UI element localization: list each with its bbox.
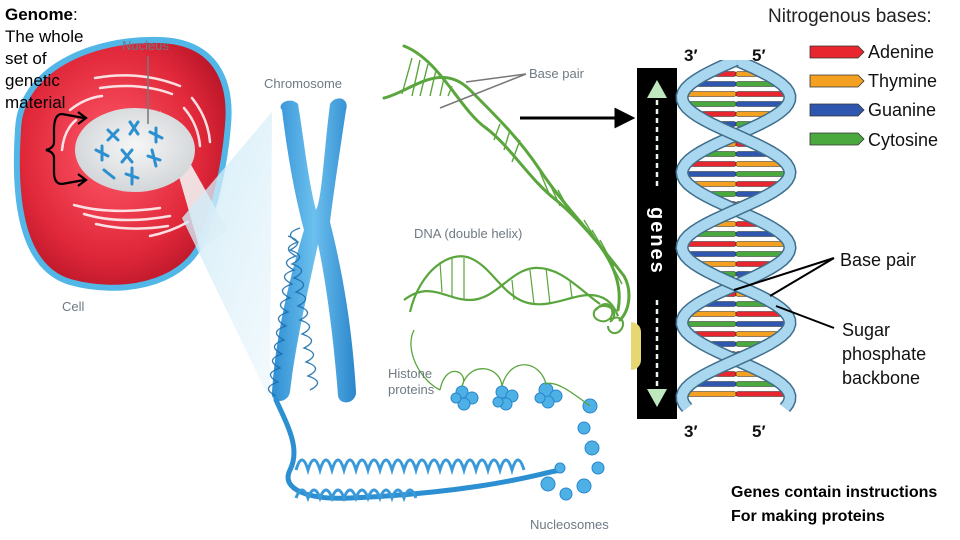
genes-bar-arrows	[647, 80, 667, 407]
cell-label: Cell	[62, 299, 85, 314]
legend-guanine: Guanine	[868, 100, 937, 120]
yellow-partial	[631, 322, 641, 370]
note-line-2: For making proteins	[731, 508, 885, 525]
helix-base-pair-label: Base pair	[840, 250, 917, 270]
chromosome-label: Chromosome	[264, 76, 343, 91]
cytoplasm-lines	[60, 74, 212, 238]
genome-line-3: genetic	[5, 71, 60, 90]
legend-title: Nitrogenous bases:	[768, 6, 932, 27]
chromosome-illustration	[267, 98, 605, 503]
brace	[45, 112, 63, 186]
histone-label-2: proteins	[388, 382, 435, 397]
chromosome	[271, 98, 356, 403]
double-helix	[675, 60, 797, 412]
nucleus-chromosomes	[94, 120, 164, 186]
nucleosome-beads	[540, 398, 605, 501]
helix-top-left-label: 3′	[684, 46, 698, 65]
base-pair-top-label: Base pair	[529, 66, 584, 81]
legend-thymine: Thymine	[868, 71, 938, 91]
helix-bottom-right-label: 5′	[752, 422, 766, 441]
legend-swatch-adenine	[809, 45, 865, 59]
dna-green-helix	[382, 44, 636, 334]
genome-definition: Genome: The whole set of genetic materia…	[5, 4, 83, 114]
dna-label: DNA (double helix)	[414, 226, 523, 241]
backbone-label-3: backbone	[842, 368, 921, 388]
legend-swatch-guanine	[809, 103, 865, 117]
histone-clusters	[450, 382, 563, 411]
nucleosome-coil	[294, 458, 526, 503]
nucleus-label: Nucleus	[122, 38, 169, 53]
sugar-phosphate-backbone-1	[676, 60, 796, 412]
zoom-cone	[182, 112, 272, 400]
helix-top-right-label: 5′	[752, 46, 766, 65]
genome-line-4: material	[5, 93, 66, 112]
genes-label: genes	[646, 207, 668, 275]
legend-swatch-thymine	[809, 74, 865, 88]
legend-cytosine: Cytosine	[868, 130, 939, 150]
nucleosomes-label: Nucleosomes	[530, 517, 609, 532]
backbone-label-2: phosphate	[842, 344, 927, 364]
genome-line-2: set of	[5, 49, 47, 68]
legend-adenine: Adenine	[868, 42, 935, 62]
chromatin-coil	[267, 227, 319, 397]
helix-bottom-left-label: 3′	[684, 422, 698, 441]
sugar-phosphate-backbone-2	[676, 60, 796, 412]
legend-swatches	[809, 45, 865, 146]
cell-illustration	[13, 36, 232, 291]
genome-colon: :	[73, 5, 78, 24]
histone-label-1: Histone	[388, 366, 433, 381]
backbone-label-1: Sugar	[842, 320, 891, 340]
genes-note: Genes contain instructions For making pr…	[731, 481, 937, 529]
genome-line-1: The whole	[5, 27, 84, 46]
legend-swatch-cytosine	[809, 132, 865, 146]
genome-term: Genome	[5, 5, 74, 24]
arrow-to-genes	[520, 107, 636, 129]
genes-bar	[637, 68, 677, 419]
note-line-1: Genes contain instructions	[731, 484, 938, 501]
